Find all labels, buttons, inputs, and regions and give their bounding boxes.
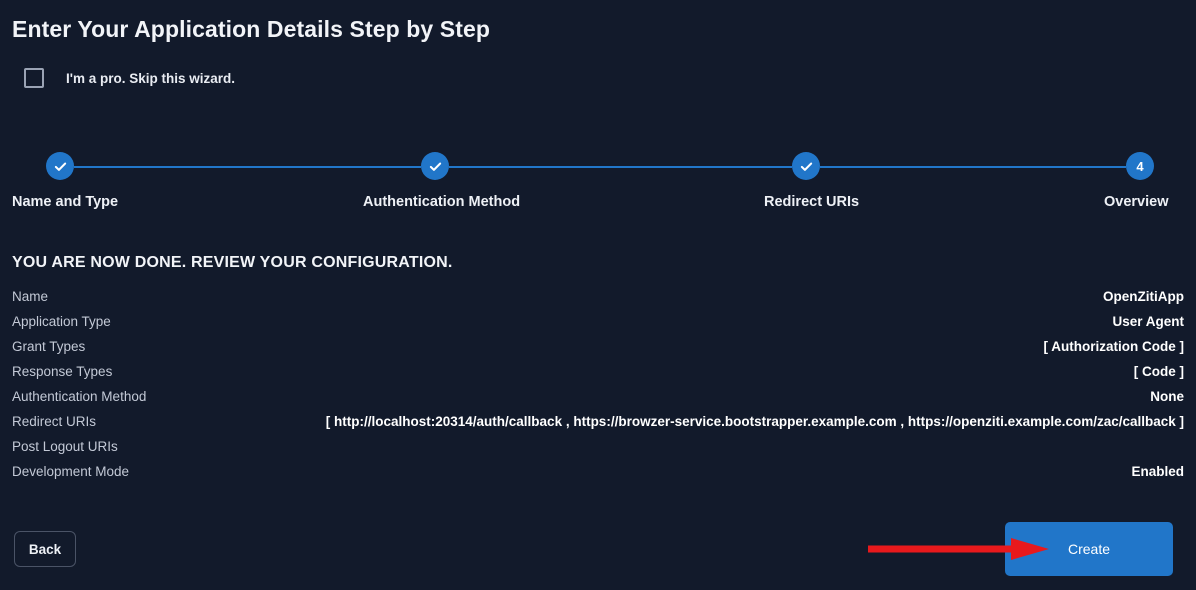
summary-label: Response Types <box>12 364 113 379</box>
summary-label: Grant Types <box>12 339 86 354</box>
summary-row-authentication-method: Authentication Method None <box>12 389 1184 414</box>
review-heading: YOU ARE NOW DONE. REVIEW YOUR CONFIGURAT… <box>12 254 453 271</box>
summary-label: Post Logout URIs <box>12 439 118 454</box>
check-icon <box>800 162 812 171</box>
back-button[interactable]: Back <box>14 531 76 567</box>
stepper-label-overview: Overview <box>1104 194 1169 210</box>
summary-value: OpenZitiApp <box>1103 289 1184 304</box>
summary-label: Name <box>12 289 49 304</box>
stepper-label-authentication-method: Authentication Method <box>363 194 521 210</box>
summary-row-redirect-uris: Redirect URIs [ http://localhost:20314/a… <box>12 414 1184 439</box>
summary-value: None <box>1150 389 1184 404</box>
stepper-node-name-and-type[interactable] <box>46 152 74 180</box>
summary-row-name: Name OpenZitiApp <box>12 289 1184 314</box>
summary-value: Enabled <box>1131 464 1184 479</box>
summary-value: [ Code ] <box>1133 364 1184 379</box>
skip-wizard-checkbox[interactable] <box>24 68 44 88</box>
summary-value: User Agent <box>1112 314 1184 329</box>
summary-label: Redirect URIs <box>12 414 97 429</box>
stepper-node-redirect-uris[interactable] <box>792 152 820 180</box>
skip-wizard-row: I'm a pro. Skip this wizard. <box>24 68 235 88</box>
check-icon <box>54 162 66 171</box>
page-title: Enter Your Application Details Step by S… <box>12 16 491 42</box>
create-button[interactable]: Create <box>1005 522 1173 576</box>
summary-label: Development Mode <box>12 464 130 479</box>
configuration-summary: Name OpenZitiApp Application Type User A… <box>12 289 1184 489</box>
stepper-node-number: 4 <box>1136 158 1144 174</box>
step-connector-3-4 <box>820 166 1126 168</box>
summary-row-post-logout-uris: Post Logout URIs <box>12 439 1184 464</box>
step-connector-2-3 <box>449 166 792 168</box>
summary-value: [ Authorization Code ] <box>1043 339 1184 354</box>
check-icon <box>429 162 441 171</box>
summary-label: Application Type <box>12 314 111 329</box>
summary-row-grant-types: Grant Types [ Authorization Code ] <box>12 339 1184 364</box>
summary-row-development-mode: Development Mode Enabled <box>12 464 1184 489</box>
stepper-node-overview[interactable]: 4 <box>1126 152 1154 180</box>
step-connector-1-2 <box>74 166 421 168</box>
stepper-label-redirect-uris: Redirect URIs <box>764 194 860 210</box>
summary-value: [ http://localhost:20314/auth/callback ,… <box>325 414 1184 429</box>
summary-row-application-type: Application Type User Agent <box>12 314 1184 339</box>
stepper-node-authentication-method[interactable] <box>421 152 449 180</box>
summary-row-response-types: Response Types [ Code ] <box>12 364 1184 389</box>
wizard-stepper: Name and Type Authentication Method Redi… <box>0 152 1196 222</box>
summary-label: Authentication Method <box>12 389 147 404</box>
skip-wizard-label: I'm a pro. Skip this wizard. <box>66 70 235 86</box>
stepper-label-name-and-type: Name and Type <box>12 194 119 210</box>
